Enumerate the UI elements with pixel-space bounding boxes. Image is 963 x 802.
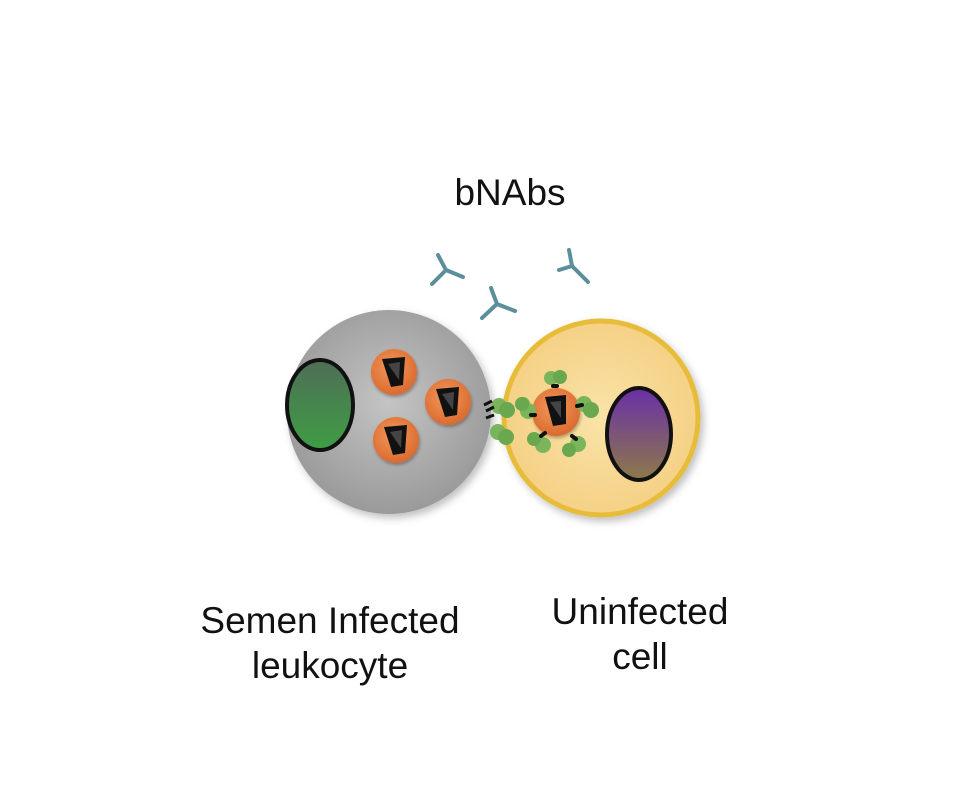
uninfected-cell-label-line1: Uninfected (551, 591, 729, 632)
infected-leukocyte-label: Semen Infected leukocyte (160, 598, 500, 688)
antibody-icon (430, 253, 465, 286)
uninfected-cell-label-line2: cell (612, 636, 668, 677)
bnabs-label: bNAbs (400, 170, 620, 215)
infected-leukocyte (285, 310, 491, 514)
infected-leukocyte-label-line1: Semen Infected (200, 600, 460, 641)
antibody-icon (557, 248, 590, 284)
uninfected-cell (501, 318, 701, 518)
virion-icon (425, 379, 471, 425)
infected-leukocyte-label-line2: leukocyte (251, 645, 409, 686)
uninfected-nucleus (605, 386, 673, 482)
virion-icon (373, 417, 419, 463)
leukocyte-nucleus (285, 358, 355, 452)
virion-icon (371, 349, 417, 395)
bound-virion-icon (515, 370, 599, 457)
uninfected-cell-label: Uninfected cell (500, 589, 780, 679)
bnabs-title-text: bNAbs (454, 172, 566, 213)
antibody-icon (480, 286, 517, 320)
